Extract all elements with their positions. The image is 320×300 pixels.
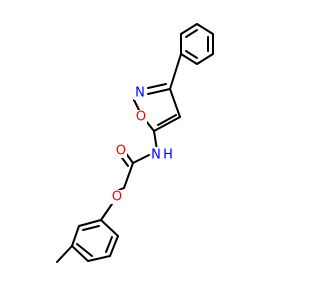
ch2-bond [123, 162, 134, 189]
atom-n-ring: N [134, 86, 146, 101]
biaryl-bond [169, 53, 182, 90]
svg-text:O: O [116, 144, 126, 159]
tolyl-ring [71, 219, 119, 262]
atom-o-ether: O [111, 190, 123, 205]
methyl-bond [56, 245, 73, 263]
svg-text:H: H [163, 148, 173, 163]
svg-text:N: N [135, 86, 145, 101]
c5-n-bond [153, 130, 158, 151]
isoxazole-ring [133, 83, 181, 132]
svg-text:O: O [112, 190, 122, 205]
ether-bond-1 [118, 187, 125, 191]
svg-text:N: N [151, 148, 161, 163]
molecule-diagram: O N N H O O [56, 23, 214, 263]
svg-text:O: O [136, 110, 146, 125]
atom-h-amide: H [162, 147, 173, 163]
ether-bond-2 [100, 203, 113, 221]
atom-n-amide: N [150, 147, 162, 163]
atom-o-carbonyl: O [115, 144, 127, 159]
amide-bond [132, 154, 150, 164]
phenyl-ring [180, 23, 214, 65]
atom-o-ring: O [135, 110, 147, 125]
